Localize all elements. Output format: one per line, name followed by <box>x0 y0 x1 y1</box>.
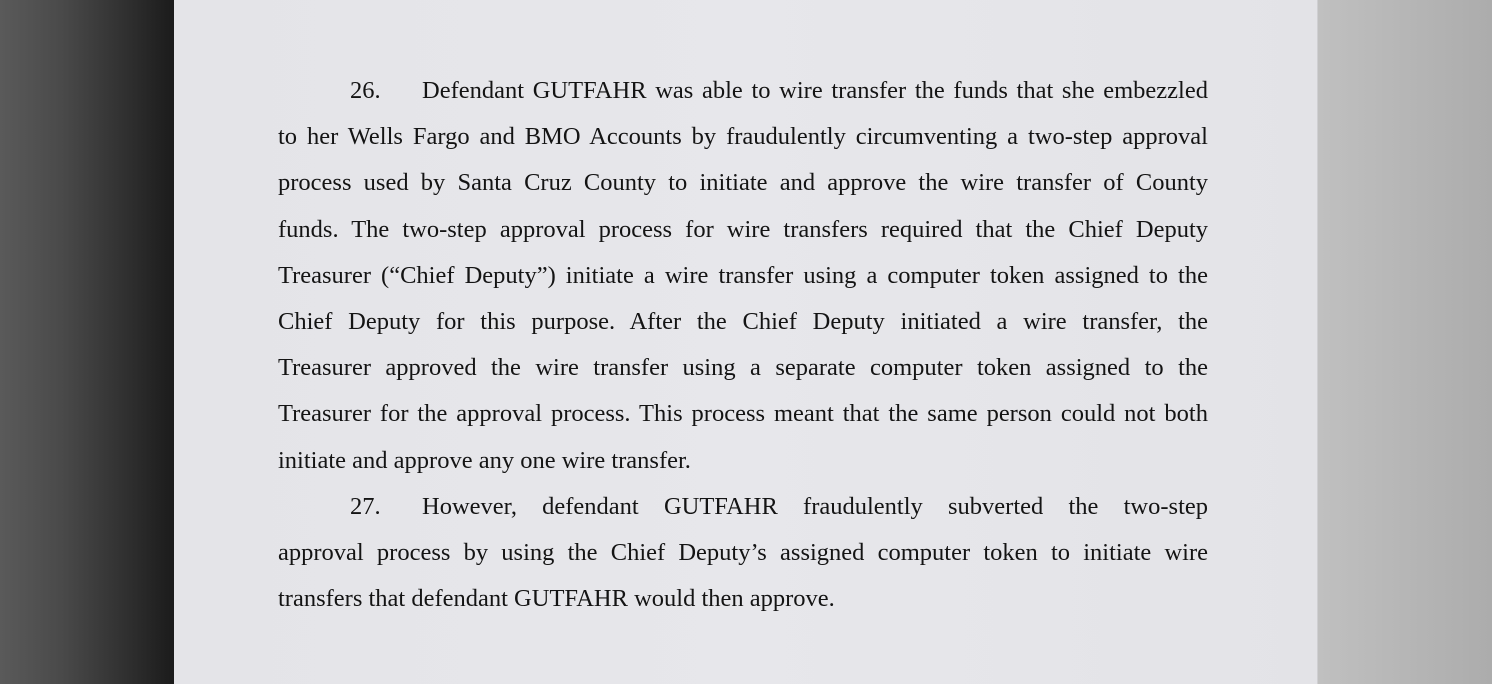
paragraph-line: Treasurer (“Chief Deputy”) initiate a wi… <box>278 261 1208 289</box>
paragraph-number: 27. <box>350 492 381 520</box>
paragraph-line: Treasurer approved the wire transfer usi… <box>278 354 1208 382</box>
gray-background-right <box>1318 0 1492 684</box>
paragraph-line-text: Defendant GUTFAHR was able to wire trans… <box>422 77 1208 104</box>
document-page: 26. Defendant GUTFAHR was able to wire tr… <box>174 0 1318 684</box>
paragraph-line: Treasurer for the approval process. This… <box>278 400 1208 428</box>
paragraph-27: 27. However, defendant GUTFAHR fraudulent… <box>278 484 1208 623</box>
document-body: 26. Defendant GUTFAHR was able to wire tr… <box>278 68 1208 622</box>
paragraph-26: 26. Defendant GUTFAHR was able to wire tr… <box>278 68 1208 484</box>
paragraph-line: initiate and approve any one wire transf… <box>278 446 691 474</box>
paragraph-line: to her Wells Fargo and BMO Accounts by f… <box>278 123 1208 151</box>
paragraph-line: transfers that defendant GUTFAHR would t… <box>278 585 835 613</box>
paragraph-line: funds. The two-step approval process for… <box>278 215 1208 243</box>
paragraph-number: 26. <box>350 77 381 104</box>
paragraph-first-line: 27. However, defendant GUTFAHR fraudulent… <box>278 484 1208 530</box>
paragraph-line: Chief Deputy for this purpose. After the… <box>278 307 1208 335</box>
paragraph-first-line: 26. Defendant GUTFAHR was able to wire tr… <box>278 68 1208 114</box>
paragraph-line-text: However, defendant GUTFAHR fraudulently … <box>422 492 1208 520</box>
paragraph-line: approval process by using the Chief Depu… <box>278 538 1208 566</box>
paragraph-line: process used by Santa Cruz County to ini… <box>278 169 1208 197</box>
dark-background-left <box>0 0 174 684</box>
